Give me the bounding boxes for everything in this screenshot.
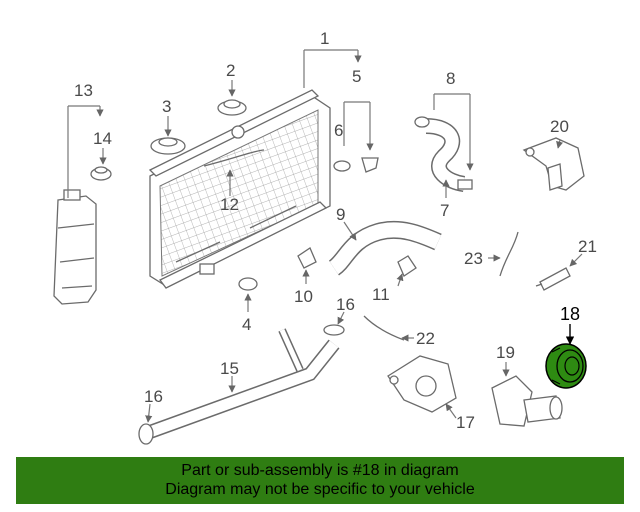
callout-5: 5 bbox=[352, 67, 361, 86]
callout-10: 10 bbox=[294, 287, 313, 306]
leader-21 bbox=[569, 253, 583, 267]
radiator-hose bbox=[203, 149, 265, 167]
thermostat-housing bbox=[522, 137, 585, 191]
bypass-hose bbox=[499, 231, 519, 277]
leader-16-upper bbox=[337, 311, 345, 325]
banner-line-1: Part or sub-assembly is #18 in diagram bbox=[181, 462, 459, 479]
lower-hose bbox=[328, 220, 442, 276]
callout-7: 7 bbox=[440, 201, 449, 220]
callout-11: 11 bbox=[372, 285, 390, 304]
callout-15: 15 bbox=[220, 359, 239, 378]
callout-20: 20 bbox=[550, 117, 569, 136]
callout-17: 17 bbox=[456, 413, 475, 432]
leader-11 bbox=[396, 273, 404, 287]
callout-1: 1 bbox=[320, 29, 329, 48]
callout-13: 13 bbox=[74, 81, 93, 100]
callout-22: 22 bbox=[416, 329, 435, 348]
callout-14: 14 bbox=[93, 129, 112, 148]
filler-cap bbox=[217, 99, 247, 116]
callout-2: 2 bbox=[226, 61, 235, 80]
callout-21: 21 bbox=[578, 237, 597, 256]
leader-5 bbox=[343, 101, 370, 150]
callout-19: 19 bbox=[496, 343, 515, 362]
hose-clamp bbox=[297, 247, 317, 269]
leader-13 bbox=[67, 105, 100, 198]
callout-6: 6 bbox=[334, 121, 343, 140]
callout-4: 4 bbox=[242, 315, 251, 334]
outlet-housing bbox=[491, 375, 563, 427]
reservoir-cap bbox=[90, 166, 112, 181]
leader-16-lower bbox=[145, 403, 153, 423]
bypass-pipe bbox=[363, 315, 405, 341]
radiator bbox=[148, 89, 331, 289]
grommet bbox=[238, 277, 258, 291]
leader-17 bbox=[445, 403, 457, 419]
gasket-upper bbox=[323, 324, 345, 336]
callout-8: 8 bbox=[446, 69, 455, 88]
callout-18: 18 bbox=[560, 304, 580, 324]
callout-16-lower: 16 bbox=[144, 387, 163, 406]
part-info-banner: Part or sub-assembly is #18 in diagram D… bbox=[16, 457, 624, 504]
water-pipe bbox=[147, 328, 340, 439]
leader-20 bbox=[556, 139, 564, 149]
radiator-cap bbox=[150, 137, 186, 155]
leader-9 bbox=[343, 221, 357, 241]
callout-12: 12 bbox=[220, 195, 239, 214]
temperature-sensor bbox=[535, 267, 571, 291]
reservoir-tank bbox=[53, 189, 97, 305]
leader-8 bbox=[433, 93, 470, 170]
upper-hose bbox=[414, 116, 473, 192]
hose-bracket bbox=[397, 255, 417, 277]
water-outlet bbox=[387, 355, 457, 413]
thermostat-highlighted[interactable] bbox=[545, 343, 587, 389]
callout-23: 23 bbox=[464, 249, 483, 268]
leader-1 bbox=[303, 49, 358, 88]
callout-9: 9 bbox=[336, 205, 345, 224]
gasket-lower bbox=[138, 423, 154, 445]
drain-plug bbox=[333, 157, 379, 173]
callout-16-upper: 16 bbox=[336, 295, 355, 314]
callout-3: 3 bbox=[162, 97, 171, 116]
banner-line-2: Diagram may not be specific to your vehi… bbox=[165, 481, 475, 498]
